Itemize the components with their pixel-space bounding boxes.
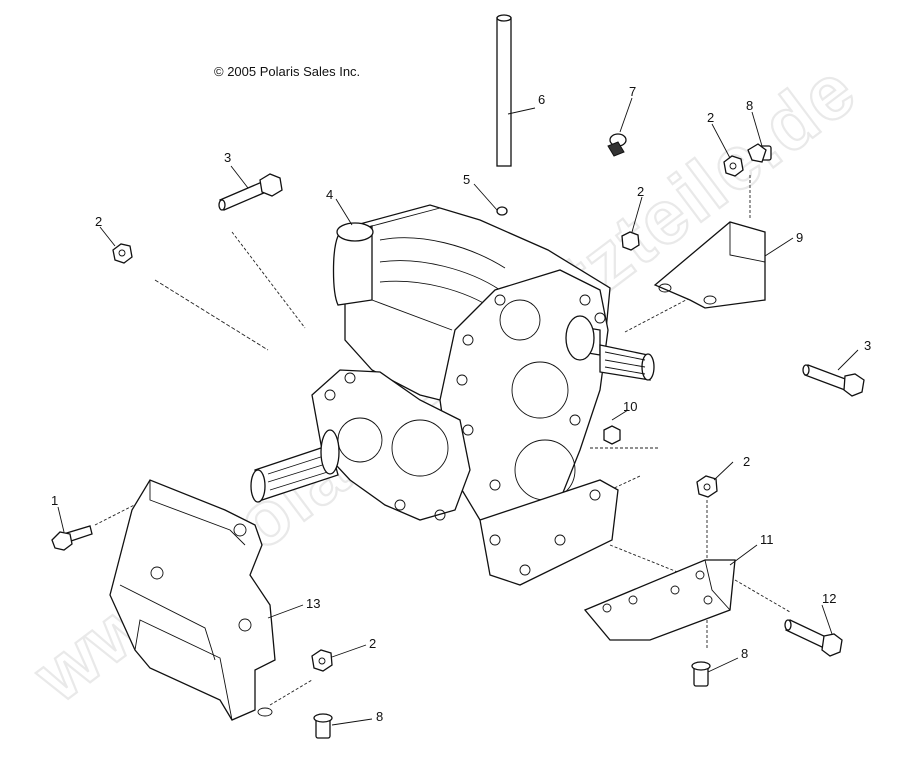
rod-part-6 <box>496 14 512 167</box>
callout-10: 10 <box>623 399 637 414</box>
nut-part-2-top-right <box>723 155 744 177</box>
callout-3-right: 3 <box>864 338 871 353</box>
callout-2-left: 2 <box>95 214 102 229</box>
callout-6: 6 <box>538 92 545 107</box>
callout-leader-lines <box>57 97 859 726</box>
bracket-part-13 <box>109 479 276 721</box>
callout-4: 4 <box>326 187 333 202</box>
callout-8-top: 8 <box>746 98 753 113</box>
bolt-part-8-top <box>747 143 772 163</box>
callout-2-top-right: 2 <box>707 110 714 125</box>
nut-part-2-left <box>112 243 133 264</box>
nut-part-2-center <box>621 231 640 251</box>
callout-3-left: 3 <box>224 150 231 165</box>
bracket-part-9 <box>653 221 766 309</box>
fitting-part-5 <box>496 206 508 216</box>
callout-2-center: 2 <box>637 184 644 199</box>
bracket-part-11 <box>583 559 736 641</box>
callout-1: 1 <box>51 493 58 508</box>
clamp-part-7 <box>607 133 627 157</box>
callout-2-mid-right: 2 <box>743 454 750 469</box>
callout-8-right: 8 <box>741 646 748 661</box>
callout-2-bottom: 2 <box>369 636 376 651</box>
copyright-text: © 2005 Polaris Sales Inc. <box>214 64 360 79</box>
callout-labels: 1 2 2 2 2 2 3 3 4 5 6 7 8 8 8 9 10 11 12… <box>51 84 871 724</box>
callout-9: 9 <box>796 230 803 245</box>
transmission-gearcase <box>250 204 655 586</box>
fitting-part-10 <box>603 425 621 445</box>
bolt-part-8-bottom <box>313 713 333 739</box>
bolt-part-12 <box>784 619 843 657</box>
nut-part-2-bottom <box>311 649 333 672</box>
callout-8-bottom: 8 <box>376 709 383 724</box>
bolt-part-8-right <box>691 661 711 687</box>
bolt-part-3-right <box>802 364 865 397</box>
bolt-part-3-left <box>218 173 283 211</box>
callout-12: 12 <box>822 591 836 606</box>
callout-5: 5 <box>463 172 470 187</box>
bolt-part-1 <box>51 525 93 551</box>
callout-13: 13 <box>306 596 320 611</box>
nut-part-2-mid-right <box>696 475 718 498</box>
callout-7: 7 <box>629 84 636 99</box>
callout-11: 11 <box>760 532 774 547</box>
